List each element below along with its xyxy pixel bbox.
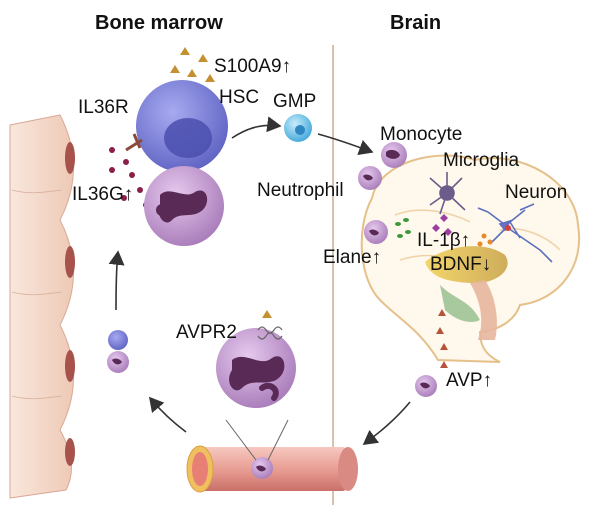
microglia-diamonds [432,214,452,236]
hsc-cell [136,80,228,172]
bone-column [9,114,75,499]
label-hsc: HSC [219,87,259,108]
blood-vessel [186,445,358,493]
neutrophil-cell-brain [358,166,382,190]
label-avp: AVP↑ [446,370,492,391]
il36r-receptor [125,133,143,152]
arrow-up-to-marrow [108,250,125,311]
monocyte-cell [381,142,407,168]
avpr2-triangle [262,310,272,318]
bdnf-dots [477,233,493,247]
label-elane: Elane↑ [323,247,381,268]
neuron-soma-dot [505,225,511,231]
small-cells-left [107,330,129,373]
neutrophil-cell-elane [364,220,388,244]
arrow-avp-to-vessel [362,401,411,445]
neutrophil-cell-avp [415,375,437,397]
arrow-hsc-to-gmp [231,116,282,139]
label-monocyte: Monocyte [380,124,462,145]
label-gmp: GMP [273,91,316,112]
neuron-cell [477,203,553,263]
label-il1b: IL-1β↑ [417,230,470,251]
label-neuron: Neuron [505,182,567,203]
zoom-line-right [267,419,289,461]
header-brain: Brain [390,12,441,34]
elane-marks [395,218,411,238]
avpr2-receptor [257,326,283,340]
gmp-cell [284,114,312,142]
avp-triangles [436,309,448,368]
neutrophil-cell-marrow [144,166,224,246]
arrow-vessel-to-bone [148,396,187,433]
label-il36g: IL36G↑ [72,184,133,205]
label-il36r: IL36R [78,97,129,118]
neutrophil-cell-avpr2 [216,328,296,408]
label-bdnf: BDNF↓ [430,254,491,275]
header-bone-marrow: Bone marrow [95,12,223,34]
arrow-gmp-to-brain [317,133,374,155]
label-neutrophil: Neutrophil [257,180,344,201]
label-s100a9: S100A9↑ [214,56,291,77]
label-avpr2: AVPR2 [176,322,237,343]
microglia-cell [429,172,466,215]
label-microglia: Microglia [443,150,519,171]
zoom-line-left [225,419,257,461]
